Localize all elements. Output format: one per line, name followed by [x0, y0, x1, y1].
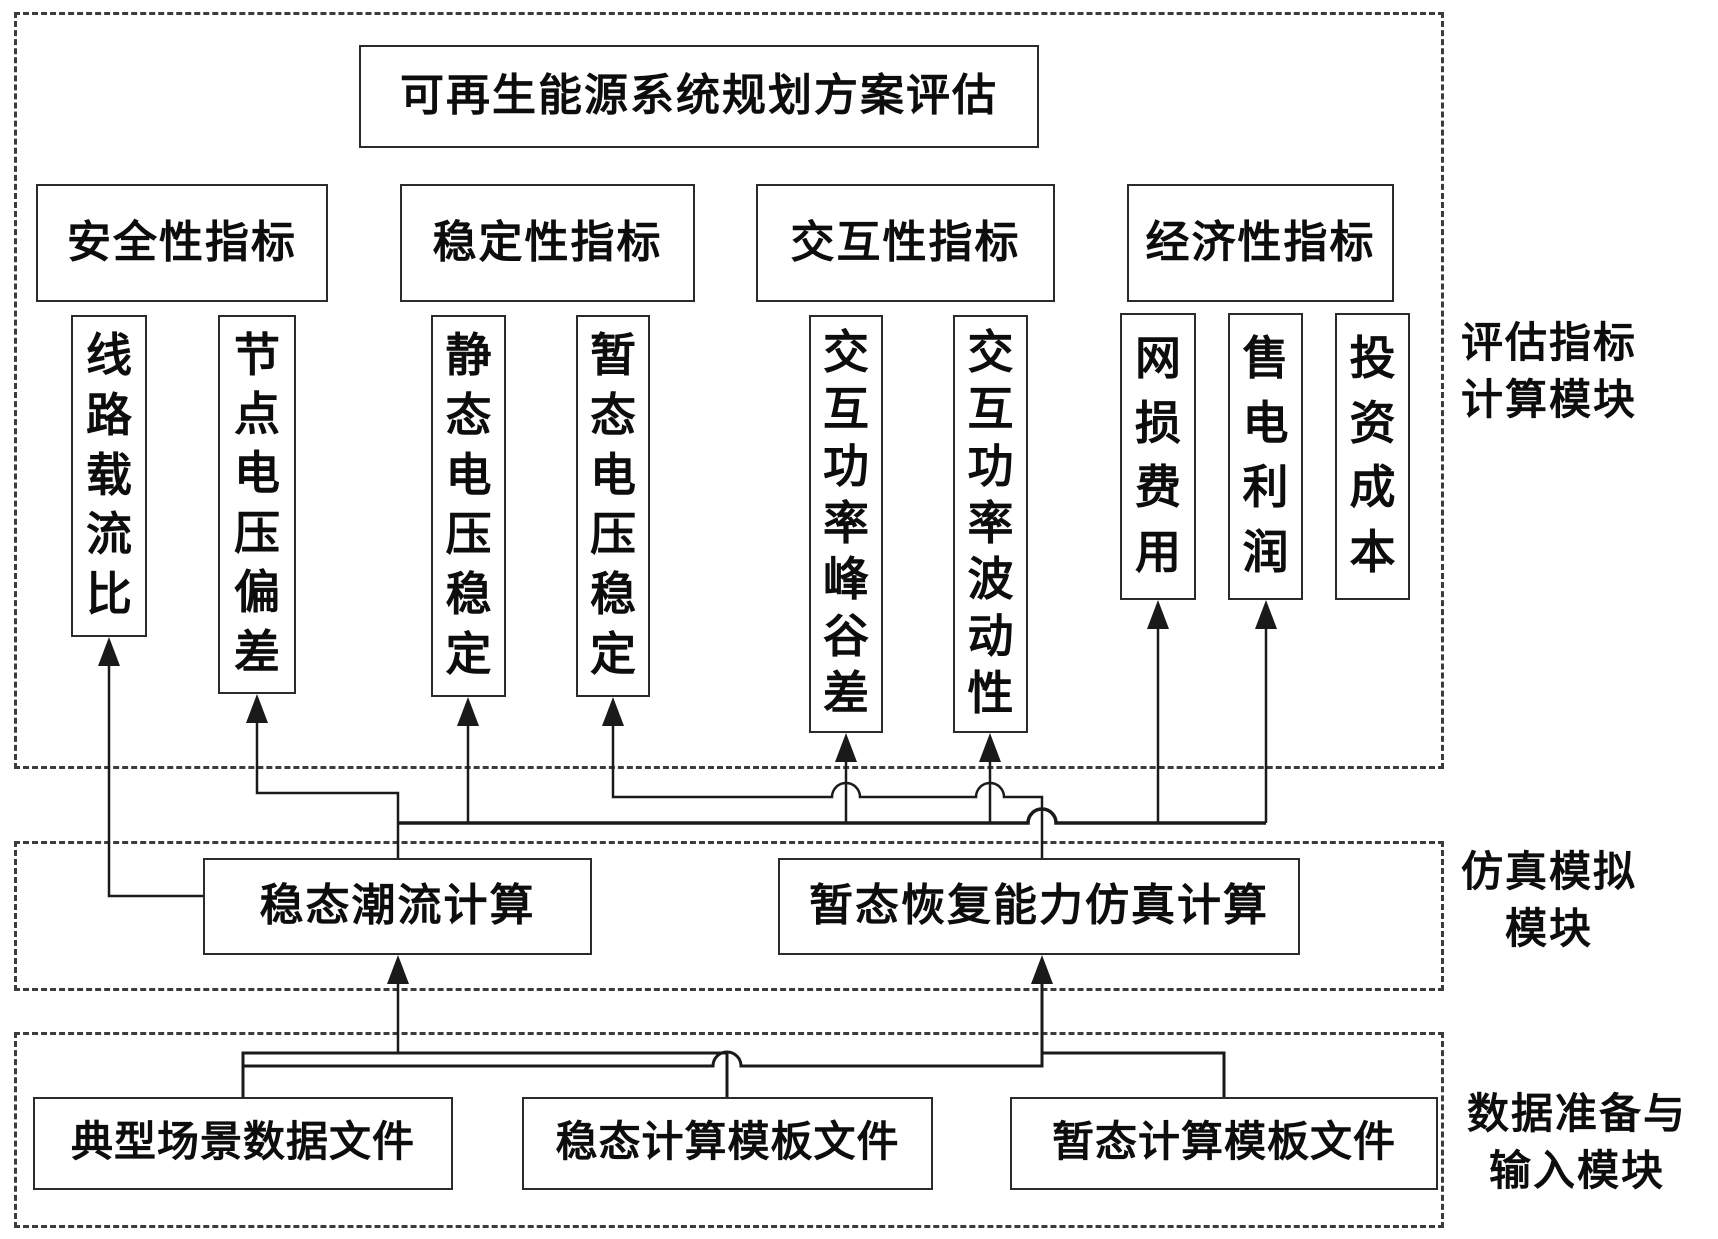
category-label: 稳定性指标: [432, 217, 663, 267]
diagram-title-box: 可再生能源系统规划方案评估: [359, 45, 1039, 148]
sim-box-label: 暂态恢复能力仿真计算: [809, 881, 1269, 931]
metric-label: 网损费用: [1135, 332, 1181, 579]
box-transient-calc-template-file: 暂态计算模板文件: [1010, 1097, 1438, 1190]
metric-static-voltage-stability: 静态电压稳定: [431, 315, 506, 697]
metric-label: 交互功率波动性: [967, 326, 1014, 720]
module-label-line: 评估指标: [1460, 320, 1637, 367]
metric-label: 节点电压偏差: [234, 329, 280, 678]
metric-node-voltage-deviation: 节点电压偏差: [218, 315, 296, 694]
category-label: 安全性指标: [67, 217, 297, 267]
module-label-evaluation-indicators: 评估指标 计算模块: [1444, 310, 1654, 435]
box-steady-state-calc-template-file: 稳态计算模板文件: [522, 1097, 933, 1190]
diagram-title: 可再生能源系统规划方案评估: [400, 71, 998, 121]
box-typical-scenario-data-file: 典型场景数据文件: [33, 1097, 453, 1190]
metric-network-loss-cost: 网损费用: [1120, 313, 1196, 600]
metric-electricity-sales-profit: 售电利润: [1228, 313, 1303, 600]
module-label-simulation: 仿真模拟 模块: [1444, 846, 1654, 958]
metric-label: 静态电压稳定: [445, 329, 492, 681]
metric-label: 投资成本: [1349, 332, 1396, 579]
category-economic-indicators: 经济性指标: [1127, 184, 1394, 302]
box-steady-state-power-flow-calc: 稳态潮流计算: [203, 858, 592, 955]
metric-interaction-power-peak-valley-difference: 交互功率峰谷差: [809, 315, 883, 733]
metric-investment-cost: 投资成本: [1335, 313, 1410, 600]
box-transient-recovery-simulation-calc: 暂态恢复能力仿真计算: [778, 858, 1300, 955]
sim-box-label: 稳态潮流计算: [259, 881, 536, 931]
category-stability-indicators: 稳定性指标: [400, 184, 695, 302]
module-label-data-preparation: 数据准备与 输入模块: [1452, 1084, 1702, 1204]
metric-label: 售电利润: [1242, 332, 1289, 579]
metric-label: 暂态电压稳定: [590, 329, 636, 681]
steady-state-output-bus: [398, 807, 1266, 825]
metric-interaction-power-volatility: 交互功率波动性: [953, 315, 1028, 733]
data-box-label: 稳态计算模板文件: [555, 1120, 900, 1167]
module-label-line: 模块: [1504, 907, 1593, 953]
category-label: 交互性指标: [790, 217, 1021, 267]
metric-label: 线路载流比: [86, 329, 132, 621]
module-label-line: 计算模块: [1460, 377, 1637, 424]
data-box-label: 暂态计算模板文件: [1051, 1120, 1396, 1167]
category-safety-indicators: 安全性指标: [36, 184, 328, 302]
data-box-label: 典型场景数据文件: [70, 1120, 415, 1167]
module-label-line: 仿真模拟: [1460, 850, 1637, 897]
category-interaction-indicators: 交互性指标: [756, 184, 1055, 302]
module-label-line: 数据准备与: [1466, 1092, 1687, 1139]
metric-line-loading-ratio: 线路载流比: [71, 315, 147, 637]
metric-label: 交互功率峰谷差: [823, 326, 869, 720]
metric-transient-voltage-stability: 暂态电压稳定: [576, 315, 650, 697]
category-label: 经济性指标: [1145, 217, 1376, 267]
module-label-line: 输入模块: [1488, 1149, 1665, 1195]
